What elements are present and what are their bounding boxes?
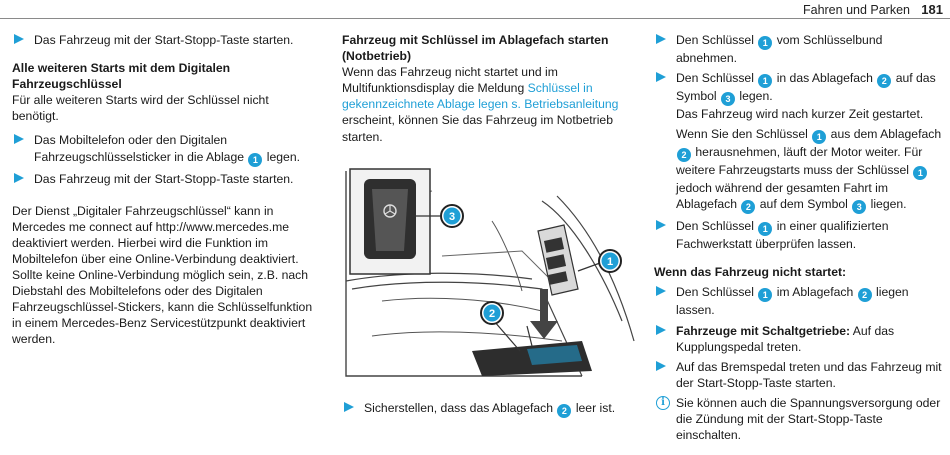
callout-3-icon: 3 [852,200,867,215]
list-item: Den Schlüssel 1 im Ablagefach 2 liegen l… [654,284,946,318]
column-left: Das Fahrzeug mit der Start-Stopp-Taste s… [12,32,318,348]
bullet-text: Auf das Kupplungspedal treten. [676,323,895,354]
paragraph-text: aus dem Ablagefach [830,127,942,142]
bullet-text: legen. [266,149,301,164]
triangle-bullet-icon [656,34,666,44]
callout-2-icon: 2 [857,288,872,303]
section-heading: Wenn das Fahrzeug nicht startet: [654,265,847,280]
page-header: Fahren und Parken 181 [0,0,950,22]
page-number: 181 [921,2,943,17]
bullet-text: legen. [739,89,773,104]
callout-1-icon: 1 [248,152,263,167]
display-message-link[interactable]: Schlüssel in gekennzeichnete Ablage lege… [342,81,619,112]
callout-2-icon: 2 [877,74,892,89]
bullet-text: Das Mobiltelefon oder den Digitalen Fahr… [34,133,245,164]
callout-2-icon: 2 [741,200,756,215]
paragraph-text: Wenn das Fahrzeug nicht startet und im M… [342,65,558,96]
info-note: i Sie können auch die Spannungsversorgun… [654,395,946,443]
callout-2-icon: 2 [557,403,572,418]
list-item: Das Fahrzeug mit der Start-Stopp-Taste s… [12,171,318,187]
triangle-bullet-icon [656,220,666,231]
info-text: Sie können auch die Spannungsversorgung … [676,395,941,443]
callout-1-icon: 1 [758,36,773,50]
list-item: Sicherstellen, dass das Ablagefach 2 lee… [342,400,634,418]
callout-1-icon: 1 [913,166,928,181]
list-item: Fahrzeuge mit Schaltgetriebe: Auf das Ku… [654,323,946,355]
bullet-text: liegen lassen. [676,285,909,318]
section-heading: Fahrzeug mit Schlüssel im Ablagefach sta… [342,33,609,64]
bullet-text: Das Fahrzeug mit der Start-Stopp-Taste s… [34,171,294,186]
triangle-bullet-icon [14,134,24,145]
bullet-text: Den Schlüssel [676,33,754,47]
callout-1-icon: 1 [598,248,622,273]
bullet-text: im Ablagefach [776,285,854,300]
paragraph-text: erscheint, können Sie das Fahrzeug im No… [342,113,613,144]
header-rule [0,18,950,19]
callout-1-icon: 1 [758,288,773,303]
bullet-text: Sicherstellen, dass das Ablagefach [364,400,554,415]
chapter-title: Fahren und Parken [802,3,910,17]
info-icon: i [656,395,670,410]
paragraph: Wenn das Fahrzeug nicht startet und im M… [342,64,634,144]
paragraph: Wenn Sie den Schlüssel 1 aus dem Ablagef… [654,126,946,215]
callout-3-icon: 3 [721,92,736,107]
list-item: Auf das Bremspedal treten und das Fahrze… [654,359,946,391]
callout-2-icon: 2 [677,148,691,163]
paragraph-text: liegen. [870,197,907,212]
svg-text:2: 2 [489,308,495,320]
paragraph-text: Wenn Sie den Schlüssel [676,127,808,142]
triangle-bullet-icon [14,34,24,44]
triangle-bullet-icon [656,324,666,335]
paragraph-text: auf dem Symbol [759,197,848,212]
bullet-text: Den Schlüssel [676,285,754,300]
storage-compartment-illustration: 3 1 2 [342,160,638,386]
list-item: Das Fahrzeug mit der Start-Stopp-Taste s… [12,32,318,48]
callout-1-icon: 1 [758,222,773,237]
triangle-bullet-icon [656,360,666,371]
triangle-bullet-icon [14,172,24,183]
list-item: Das Mobiltelefon oder den Digitalen Fahr… [12,132,318,167]
bullet-text: in einer qualifizierten Fachwerkstatt üb… [676,219,889,252]
bullet-bold-text: Fahrzeuge mit Schaltgetriebe: [676,323,851,338]
section-heading: Alle weiteren Starts mit dem Digitalen F… [12,61,231,92]
bullet-text: Den Schlüssel [676,219,754,234]
triangle-bullet-icon [656,286,666,297]
triangle-bullet-icon [656,72,666,83]
column-right: Den Schlüssel 1 vom Schlüsselbund abnehm… [654,32,946,443]
bullet-text: vom Schlüsselbund abnehmen. [676,33,883,65]
paragraph-text: herausnehmen, läuft der Motor weiter. Fü… [676,145,923,178]
callout-1-icon: 1 [758,74,773,89]
callout-1-icon: 1 [812,130,827,145]
bullet-text: Auf das Bremspedal treten und das Fahrze… [676,359,942,390]
bullet-text: Den Schlüssel [676,71,754,86]
figure-key-storage: 3 1 2 [342,160,638,386]
callout-3-icon: 3 [440,203,464,228]
list-item: Den Schlüssel 1 in einer qualifizierten … [654,218,946,252]
paragraph: Der Dienst „Digitaler Fahrzeugschlüssel“… [12,203,313,347]
paragraph-text: jedoch während der gesamten Fahrt im Abl… [676,181,889,212]
list-item: Den Schlüssel 1 in das Ablagefach 2 auf … [654,70,946,122]
bullet-text: leer ist. [575,400,616,415]
bullet-text: in das Ablagefach [776,71,873,86]
bullet-text: auf das Symbol [676,71,936,104]
callout-2-icon: 2 [480,300,504,325]
svg-text:1: 1 [607,256,613,268]
bullet-text: Das Fahrzeug mit der Start-Stopp-Taste s… [34,33,294,47]
list-item: Den Schlüssel 1 vom Schlüsselbund abnehm… [654,32,946,66]
paragraph: Für alle weiteren Starts wird der Schlüs… [12,93,269,124]
triangle-bullet-icon [344,401,354,412]
column-middle: Fahrzeug mit Schlüssel im Ablagefach sta… [342,32,638,422]
result-text: Das Fahrzeug wird nach kurzer Zeit gesta… [676,107,924,122]
svg-text:3: 3 [449,211,455,223]
